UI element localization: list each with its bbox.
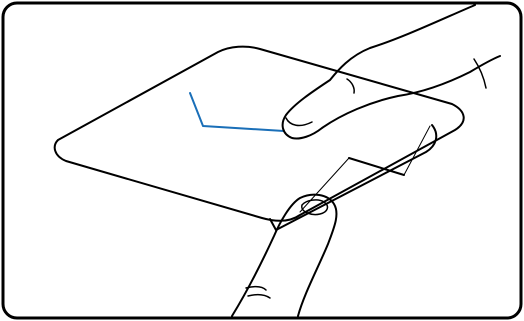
pointing-finger-icon [283, 5, 500, 139]
finger-outline [283, 5, 500, 139]
knuckle-crease [347, 79, 354, 93]
fingernail [286, 118, 312, 125]
drag-path-icon [190, 93, 284, 131]
touchpad-icon [55, 47, 464, 221]
touchpad-buttons [270, 125, 436, 230]
thumb-crease-2 [248, 295, 270, 298]
button-strip-edge [270, 125, 436, 230]
right-button-icon [404, 126, 430, 175]
touchpad-surface [55, 47, 464, 221]
